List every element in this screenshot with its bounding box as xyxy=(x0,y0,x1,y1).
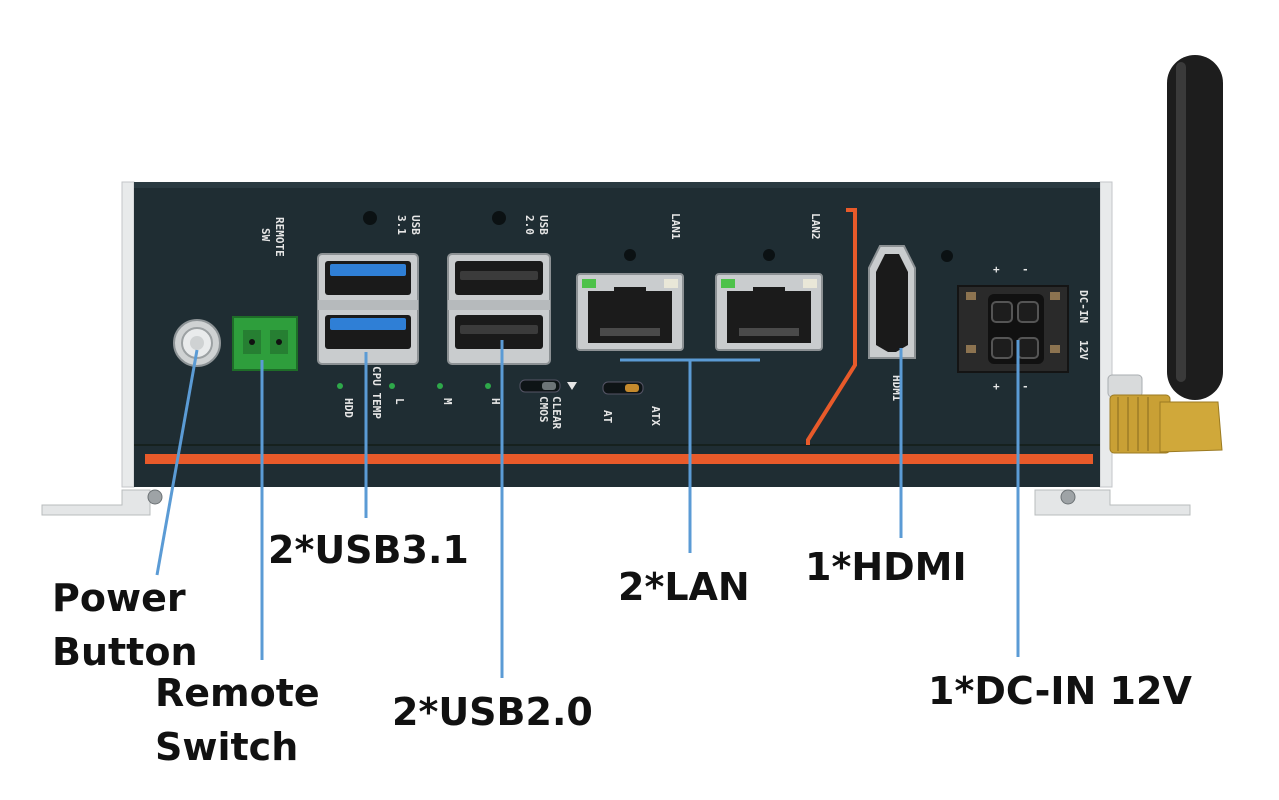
status-leds xyxy=(337,383,491,389)
callout-power-button-line2: Button xyxy=(52,630,198,674)
atx-label: ATX xyxy=(649,406,662,426)
lan1-port xyxy=(576,273,684,351)
hdmi-screw-hole xyxy=(941,250,953,262)
remote-sw-label-line2: SW xyxy=(259,228,272,242)
usb20-label-line2: 2.0 xyxy=(523,215,536,235)
hdmi-port xyxy=(868,245,916,359)
callout-remote-switch-line1: Remote xyxy=(155,671,320,715)
usb31-label-line2: 3.1 xyxy=(395,215,408,235)
clear-cmos-label-line2: CMOS xyxy=(537,396,550,423)
usb20-label-line1: USB xyxy=(537,215,550,235)
dcin-minus-bottom: - xyxy=(1022,380,1029,393)
clear-cmos-label-line1: CLEAR xyxy=(550,396,563,429)
callout-power-button: Power Button xyxy=(52,571,198,679)
dcin-connector xyxy=(957,285,1069,373)
callout-lan: 2*LAN xyxy=(618,565,750,609)
cpu-temp-label: CPU TEMP xyxy=(370,366,383,419)
remote-sw-label-line1: REMOTE xyxy=(273,217,286,257)
callout-remote-switch-line2: Switch xyxy=(155,725,299,769)
callout-power-button-line1: Power xyxy=(52,576,186,620)
usb20-screw-hole xyxy=(492,211,506,225)
clear-cmos-switch xyxy=(519,379,577,393)
lan1-label: LAN1 xyxy=(669,213,682,240)
chassis-side-left xyxy=(121,181,135,488)
callout-dcin: 1*DC-IN 12V xyxy=(928,669,1192,713)
mounting-bracket-left xyxy=(41,489,163,516)
callout-hdmi: 1*HDMI xyxy=(805,545,967,589)
callout-remote-switch: Remote Switch xyxy=(155,666,320,774)
leader-lines xyxy=(155,340,1020,678)
callout-usb20: 2*USB2.0 xyxy=(392,690,593,734)
dcin-plus-bottom: + xyxy=(993,380,1000,393)
usb31-label-line1: USB xyxy=(409,215,422,235)
usb20-port-stack xyxy=(447,253,551,365)
mounting-bracket-right xyxy=(1034,489,1191,516)
at-label: AT xyxy=(601,410,614,424)
lan2-screw-hole xyxy=(763,249,775,261)
lan2-port xyxy=(715,273,823,351)
callout-usb31: 2*USB3.1 xyxy=(268,528,469,572)
l-led-label: L xyxy=(393,398,406,405)
dcin-plus-top: + xyxy=(993,263,1000,276)
leader-power-button xyxy=(155,349,199,576)
at-atx-switch xyxy=(602,381,644,395)
usb31-port-stack xyxy=(317,253,419,365)
hdd-led-label: HDD xyxy=(342,398,355,418)
lan2-label: LAN2 xyxy=(809,213,822,240)
m-led-label: M xyxy=(441,398,454,405)
remote-switch-terminal xyxy=(232,316,298,371)
orange-accent-stripe xyxy=(145,454,1093,464)
dcin-label-line1: DC-IN xyxy=(1077,290,1090,323)
dcin-minus-top: - xyxy=(1022,263,1029,276)
lan1-screw-hole xyxy=(624,249,636,261)
dcin-label-line2: 12V xyxy=(1077,340,1090,360)
power-button xyxy=(173,319,221,367)
usb31-screw-hole xyxy=(363,211,377,225)
antenna xyxy=(1107,55,1223,454)
orange-accent-diagonal xyxy=(806,208,857,445)
h-led-label: H xyxy=(489,398,502,405)
